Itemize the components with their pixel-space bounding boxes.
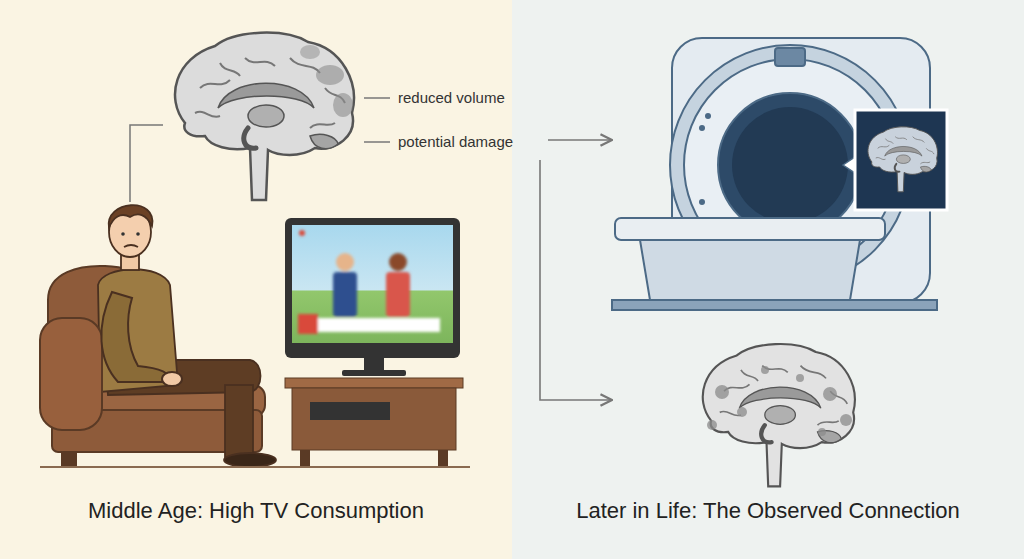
- panel: Middle Age: High TV Consumption: [0, 0, 512, 559]
- scan-inset: [843, 110, 947, 210]
- panel-caption: Later in Life: The Observed Connection: [512, 498, 1024, 524]
- damaged-brain: [703, 344, 855, 486]
- top-brain: [175, 33, 354, 200]
- leader-lines: [130, 98, 390, 202]
- brain-label: potential damage: [398, 133, 513, 151]
- label-holder: potential damage: [398, 133, 513, 151]
- chair-arm: [40, 292, 182, 430]
- panel-caption: Middle Age: High TV Consumption: [0, 498, 512, 524]
- television: [285, 218, 463, 466]
- floor-line: [40, 466, 470, 468]
- label-holder: reduced volume: [398, 89, 505, 107]
- person: [98, 205, 276, 467]
- arrows: [540, 140, 612, 400]
- panel: Later in Life: The Observed Connection: [512, 0, 1024, 559]
- brain-label: reduced volume: [398, 89, 505, 107]
